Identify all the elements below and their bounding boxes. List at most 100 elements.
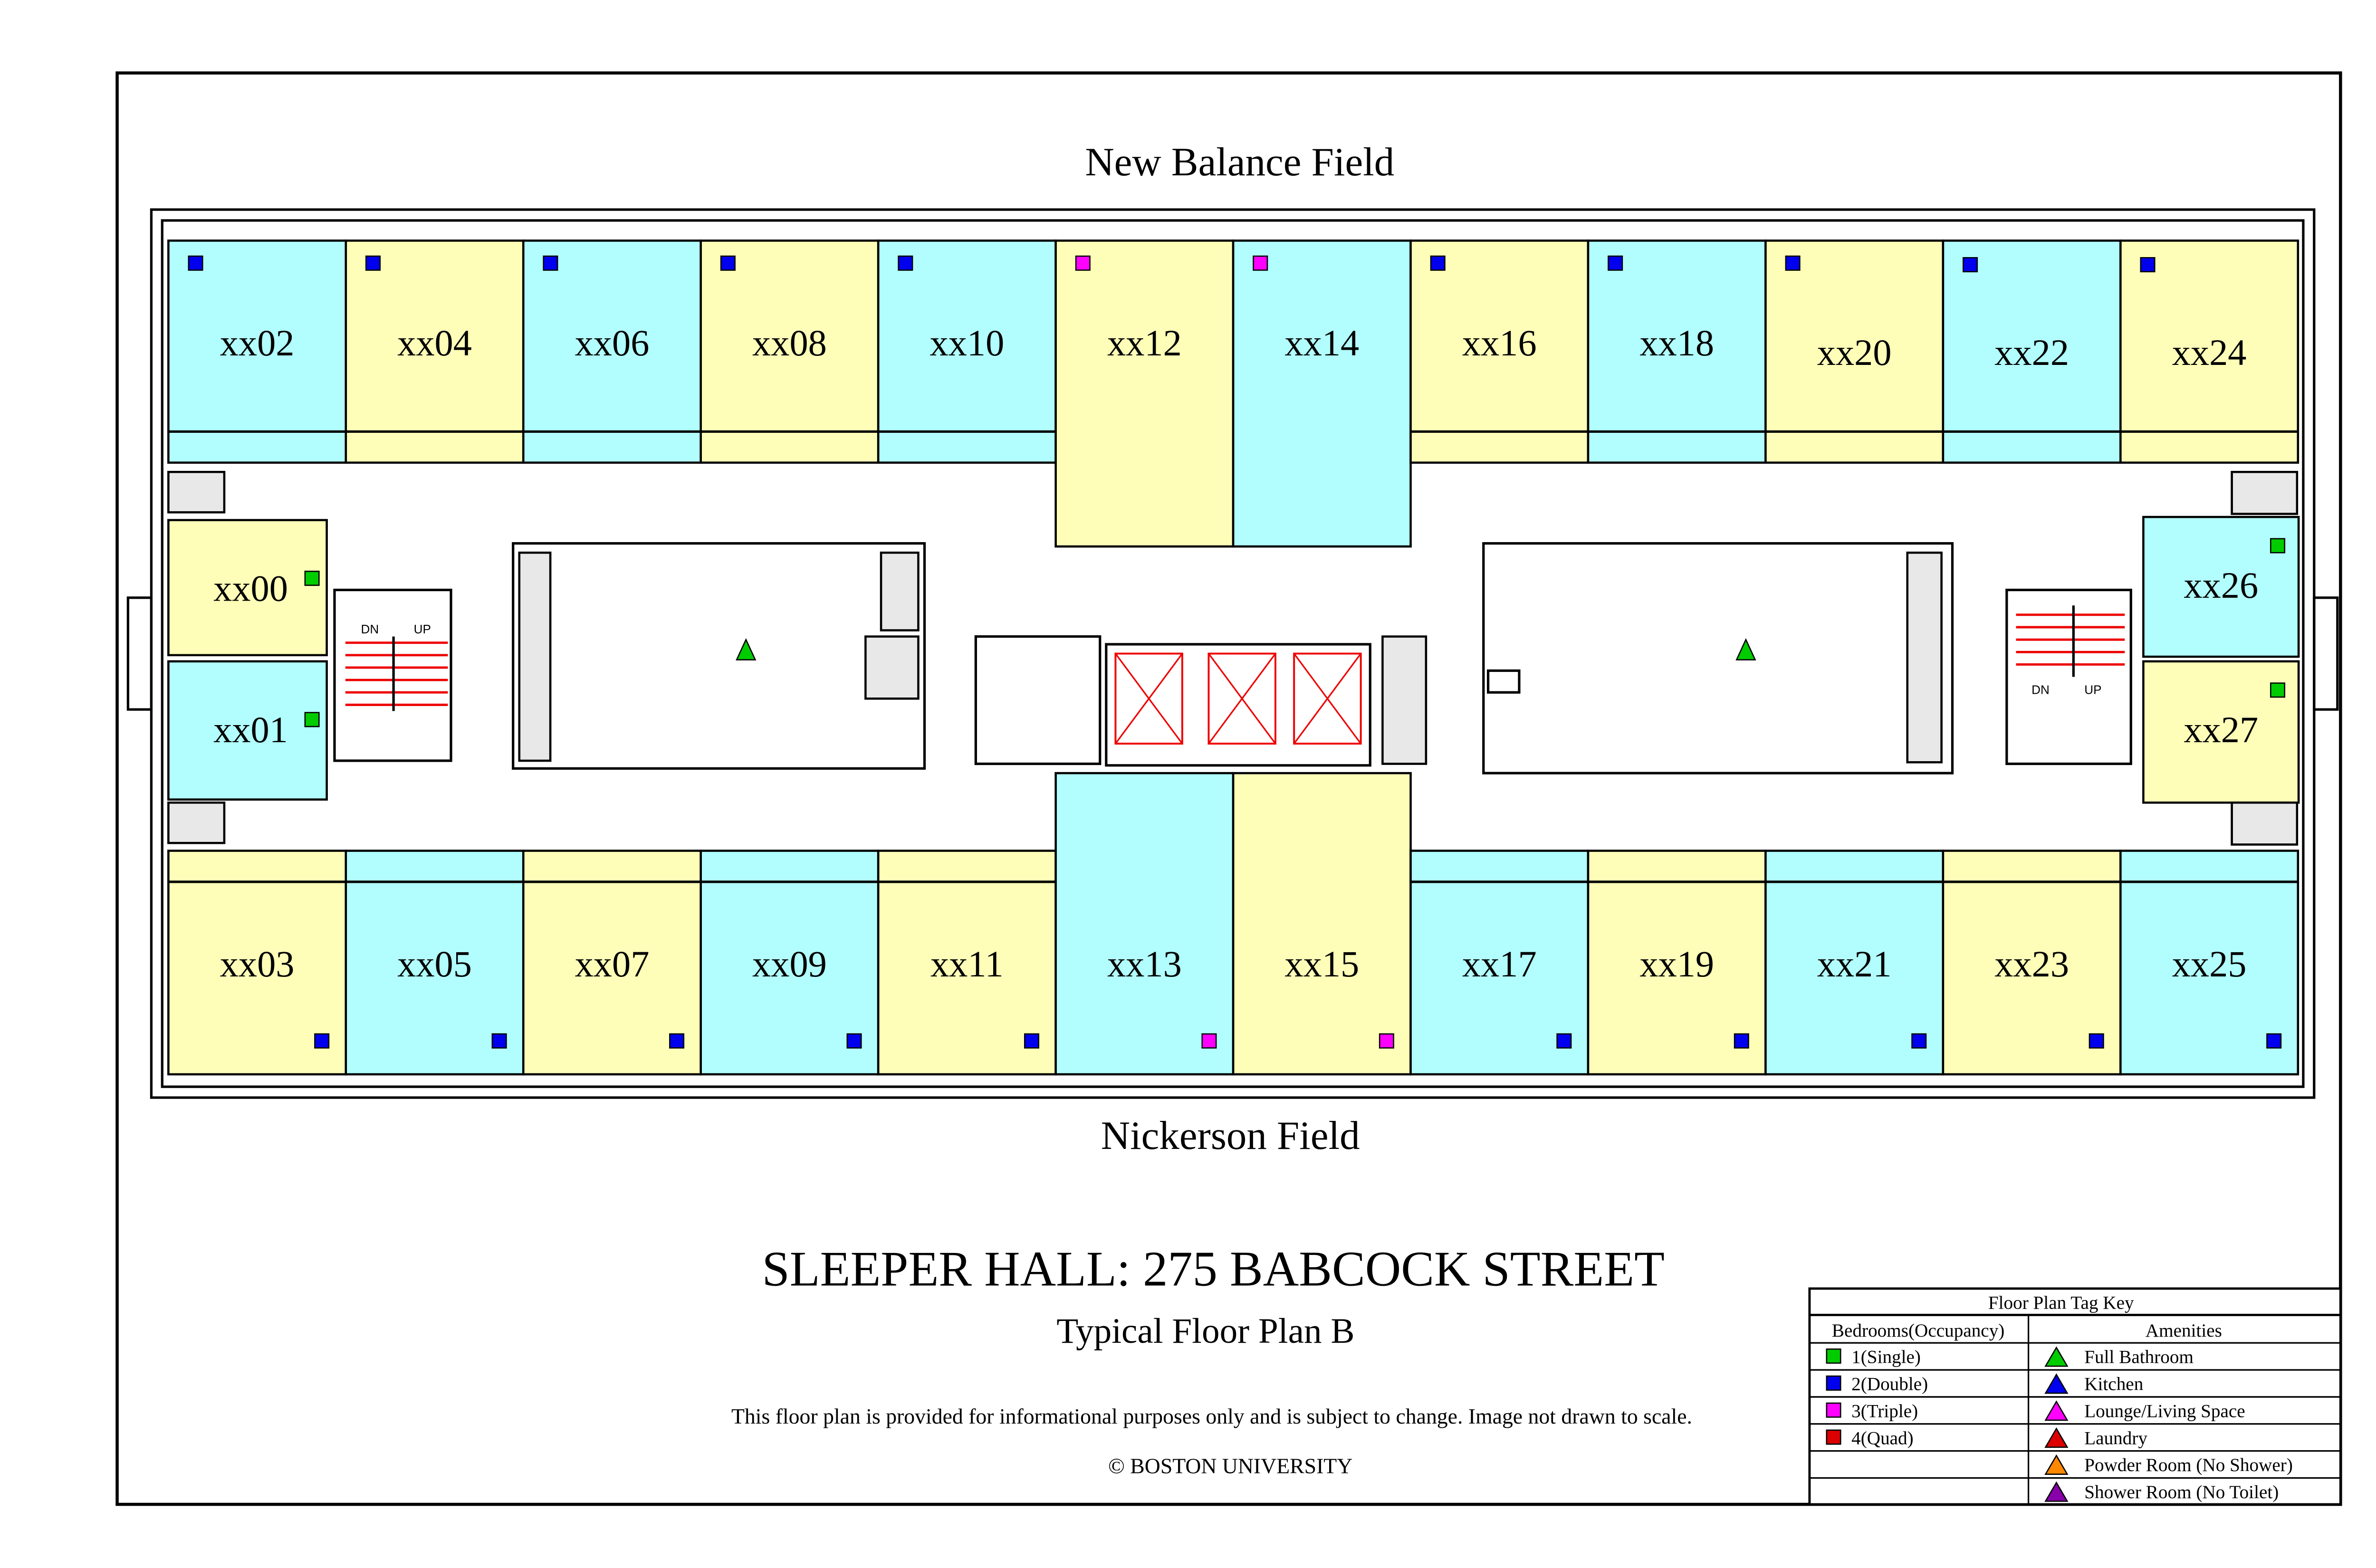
room-xx16[interactable]: xx16 — [1409, 239, 1590, 464]
full-bathroom-icon — [736, 638, 757, 660]
room-xx18[interactable]: xx18 — [1587, 239, 1767, 464]
occupancy-tag-double — [669, 1033, 685, 1049]
room-floor — [1409, 239, 1590, 464]
occupancy-tag-double — [314, 1033, 330, 1049]
south-field-label: Nickerson Field — [1101, 1113, 1360, 1158]
occupancy-tag-triple — [1379, 1033, 1394, 1049]
west-stairwell: DN UP — [333, 588, 452, 762]
occupancy-tag-double — [1785, 255, 1801, 271]
room-xx11[interactable]: xx11 — [877, 850, 1057, 1076]
lounge-icon — [2044, 1400, 2069, 1421]
occupancy-tag-double — [2266, 1033, 2282, 1049]
building-title: SLEEPER HALL: 275 BABCOCK STREET — [762, 1241, 1665, 1296]
room-xx07[interactable]: xx07 — [522, 850, 702, 1076]
elevator-shaft — [1114, 652, 1183, 745]
room-number: xx21 — [1817, 943, 1892, 985]
legend-amenities-header: Amenities — [2146, 1320, 2222, 1341]
occupancy-tag-double — [1608, 255, 1623, 271]
room-xx25[interactable]: xx25 — [2119, 850, 2299, 1076]
room-floor — [167, 660, 328, 801]
room-number: xx03 — [220, 943, 295, 985]
room-xx14[interactable]: xx14 — [1232, 239, 1412, 548]
occupancy-tag-double — [188, 255, 203, 271]
occupancy-tag-double — [1963, 257, 1978, 273]
room-xx24[interactable]: xx24 — [2119, 239, 2299, 464]
occupancy-tag-triple — [1201, 1033, 1217, 1049]
room-xx08[interactable]: xx08 — [699, 239, 880, 464]
room-number: xx17 — [1462, 943, 1537, 985]
room-floor — [1054, 239, 1235, 548]
room-number: xx20 — [1817, 332, 1892, 373]
legend-amenity-label: Laundry — [2084, 1428, 2147, 1448]
occupancy-tag-double — [898, 255, 913, 271]
legend-bedroom-label: 1(Single) — [1851, 1347, 1921, 1367]
room-xx10[interactable]: xx10 — [877, 239, 1057, 464]
legend-amenity-label: Powder Room (No Shower) — [2084, 1455, 2293, 1475]
occupancy-swatch-double — [1826, 1375, 1841, 1391]
room-xx05[interactable]: xx05 — [345, 850, 525, 1076]
room-number: xx10 — [929, 322, 1004, 363]
west-bathroom — [512, 542, 926, 770]
stair-down-label: DN — [2031, 682, 2050, 697]
room-floor — [877, 239, 1057, 464]
occupancy-tag-double — [1430, 255, 1446, 271]
legend-bedroom-label: 2(Double) — [1851, 1374, 1928, 1395]
room-xx02[interactable]: xx02 — [167, 239, 347, 464]
room-xx17[interactable]: xx17 — [1409, 850, 1590, 1076]
kitchen-icon — [2044, 1373, 2069, 1394]
room-number: xx26 — [2184, 564, 2258, 606]
east-bathroom — [1482, 542, 1954, 774]
room-number: xx09 — [752, 943, 827, 985]
room-number: xx08 — [752, 322, 827, 363]
room-xx15[interactable]: xx15 — [1232, 772, 1412, 1076]
occupancy-tag-double — [846, 1033, 862, 1049]
room-number: xx07 — [575, 943, 650, 985]
room-xx26[interactable]: xx26 — [2142, 516, 2300, 658]
room-xx23[interactable]: xx23 — [1942, 850, 2122, 1076]
laundry-icon — [2044, 1427, 2069, 1448]
room-xx27[interactable]: xx27 — [2142, 660, 2300, 804]
occupancy-tag-double — [1911, 1033, 1927, 1049]
room-number: xx11 — [930, 943, 1004, 985]
room-xx04[interactable]: xx04 — [345, 239, 525, 464]
room-xx09[interactable]: xx09 — [699, 850, 880, 1076]
occupancy-tag-double — [543, 255, 558, 271]
elevator-shaft — [1207, 652, 1276, 745]
room-number: xx02 — [220, 322, 295, 363]
room-xx00[interactable]: xx00 — [167, 519, 328, 657]
occupancy-tag-double — [2140, 257, 2156, 273]
room-floor — [345, 239, 525, 464]
elevator-core — [974, 635, 1428, 767]
room-number: xx01 — [213, 709, 288, 750]
room-floor — [1054, 772, 1235, 1076]
stair-up-label: UP — [2084, 682, 2101, 697]
closet — [2231, 470, 2299, 515]
room-number: xx23 — [1994, 943, 2069, 985]
floor-plan-subtitle: Typical Floor Plan B — [1056, 1311, 1354, 1351]
occupancy-swatch-triple — [1826, 1402, 1841, 1418]
room-xx21[interactable]: xx21 — [1764, 850, 1945, 1076]
room-floor — [167, 239, 347, 464]
room-xx03[interactable]: xx03 — [167, 850, 347, 1076]
room-xx01[interactable]: xx01 — [167, 660, 328, 801]
room-xx06[interactable]: xx06 — [522, 239, 702, 464]
room-xx12[interactable]: xx12 — [1054, 239, 1235, 548]
room-xx22[interactable]: xx22 — [1942, 239, 2122, 464]
north-field-label: New Balance Field — [1085, 140, 1394, 184]
room-floor — [1764, 239, 1945, 464]
room-number: xx15 — [1284, 943, 1359, 985]
closet — [167, 470, 226, 514]
stair-down-label: DN — [361, 622, 379, 636]
legend: Floor Plan Tag Key Bedrooms(Occupancy) A… — [1808, 1287, 2342, 1506]
room-xx13[interactable]: xx13 — [1054, 772, 1235, 1076]
room-floor — [1232, 239, 1412, 548]
room-number: xx13 — [1107, 943, 1182, 985]
room-xx20[interactable]: xx20 — [1764, 239, 1945, 464]
occupancy-tag-double — [1734, 1033, 1749, 1049]
building-outline — [126, 208, 2339, 1099]
occupancy-swatch-quad — [1826, 1429, 1841, 1445]
room-xx19[interactable]: xx19 — [1587, 850, 1767, 1076]
room-floor — [1587, 239, 1767, 464]
